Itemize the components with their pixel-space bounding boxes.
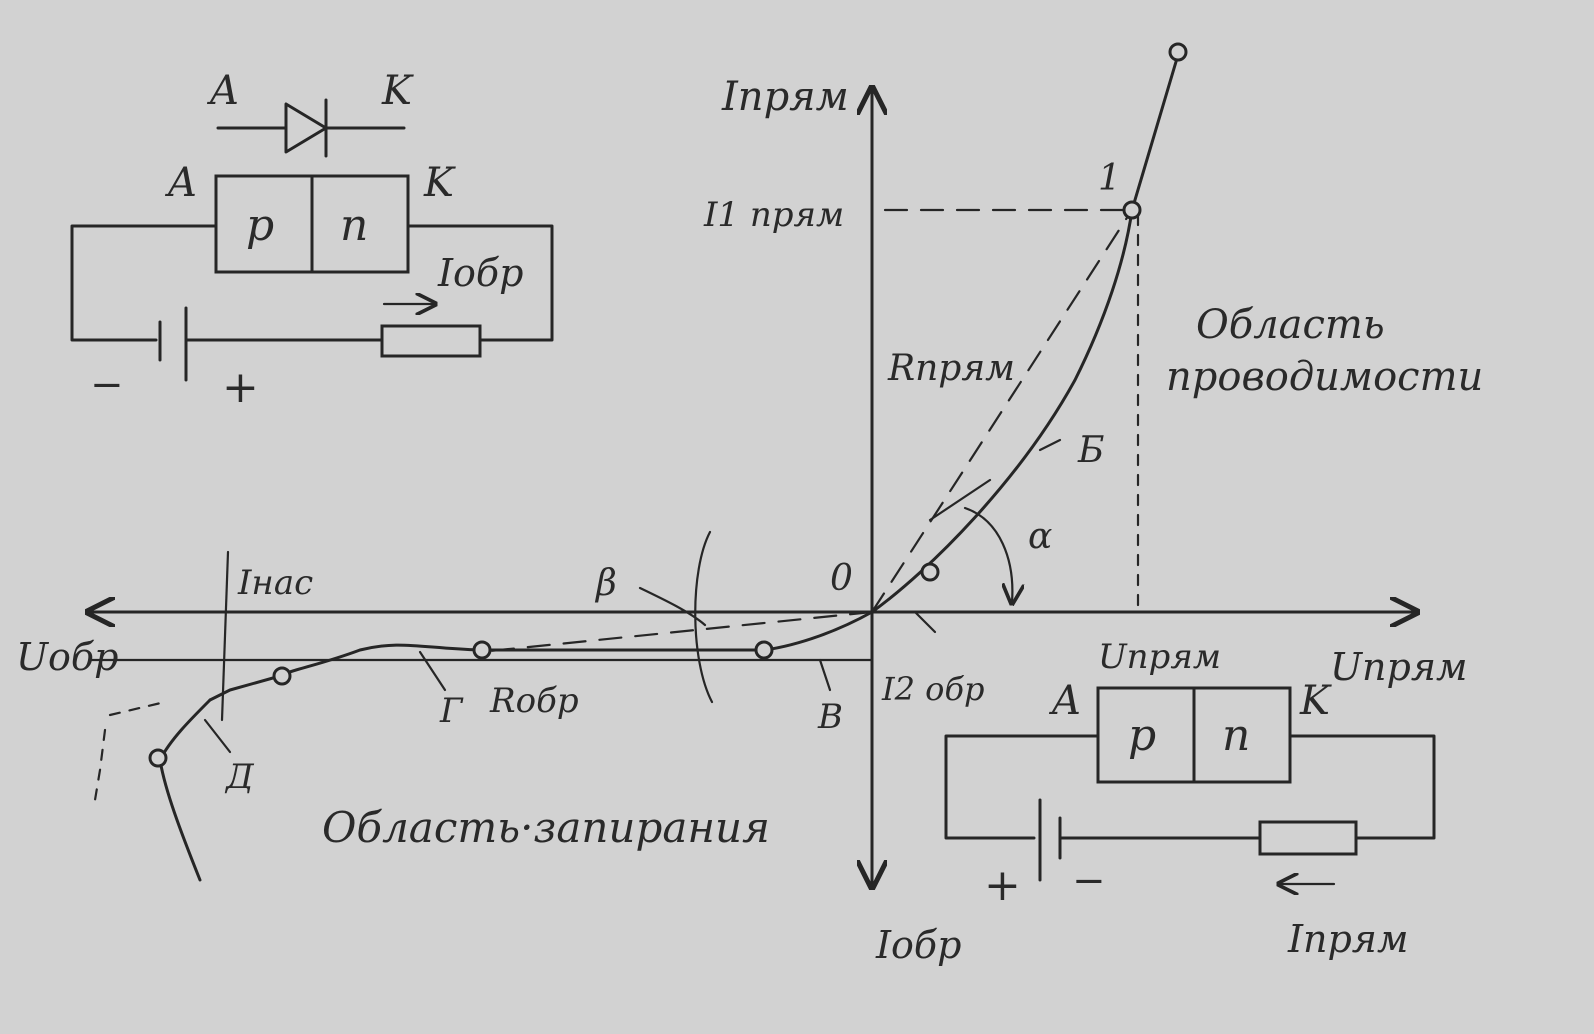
label-i-reverse-axis: Iобр — [875, 923, 961, 967]
beta-bracket — [638, 530, 714, 704]
alpha-arc — [963, 506, 1012, 602]
reverse-current-label: Iобр — [437, 251, 523, 295]
fw-battery-plus-label: + — [984, 860, 1021, 911]
forward-branch — [870, 42, 1188, 614]
reverse-bias-circuit: A K A K p n Iобр − + — [70, 68, 554, 413]
fw-cathode-label: K — [1299, 678, 1332, 724]
diode-symbol-icon — [216, 98, 406, 158]
p-label: p — [246, 200, 274, 251]
fw-battery-minus-label: − — [1072, 858, 1106, 904]
point-r-reverse-marker — [472, 640, 492, 660]
label-i2-reverse: I2 обр — [881, 670, 984, 708]
tangent-tick — [928, 478, 992, 522]
diode-anode-label: A — [206, 68, 239, 114]
label-alpha: α — [1028, 516, 1052, 557]
load-resistor — [380, 324, 482, 358]
n-label: n — [340, 200, 368, 251]
label-point-d: Д — [224, 757, 255, 797]
label-beta: β — [594, 563, 617, 604]
point-1-marker — [1122, 200, 1142, 220]
i-sat-vertical — [220, 550, 230, 722]
label-u-forward-axis: Uпрям — [1330, 645, 1468, 689]
reverse-branch — [88, 530, 937, 882]
axes — [90, 90, 1415, 885]
fw-anode-label: A — [1048, 678, 1081, 724]
label-i-forward: Iпрям — [721, 74, 849, 120]
cathode-box-label: K — [423, 160, 456, 206]
label-curve-b: Б — [1077, 430, 1104, 471]
breakdown-curve — [158, 698, 212, 882]
fw-n-label: n — [1222, 710, 1250, 761]
label-point-1: 1 — [1098, 158, 1121, 199]
origin-tick — [913, 610, 937, 634]
forward-curve — [870, 53, 1180, 614]
label-u-forward-point: Uпрям — [1098, 637, 1221, 677]
point-d-marker — [148, 748, 168, 768]
battery-plus-label: + — [222, 362, 259, 413]
r-forward-chord — [870, 208, 1134, 614]
point-g-marker — [272, 666, 292, 686]
forward-current-label: Iпрям — [1287, 917, 1408, 961]
label-region-conduction-2: проводимости — [1166, 354, 1483, 400]
forward-bias-circuit: A K p n Iпрям + − — [944, 678, 1436, 961]
label-u-reverse: Uобр — [16, 635, 118, 679]
anode-box-label: A — [164, 160, 197, 206]
fw-p-label: p — [1128, 710, 1156, 761]
label-origin: 0 — [830, 558, 853, 599]
label-r-forward: Rпрям — [887, 348, 1015, 389]
battery-minus-label: − — [90, 362, 124, 408]
n-region-box — [310, 174, 410, 274]
label-r-reverse: Rобр — [489, 681, 579, 721]
label-i1-forward: I1 прям — [703, 195, 844, 235]
curve-b-leader — [1038, 438, 1062, 452]
breakdown-dashed — [93, 700, 167, 802]
reverse-circuit-wire — [70, 224, 554, 342]
point-g-leader — [418, 650, 447, 692]
forward-low-marker — [920, 562, 940, 582]
curve-end-marker — [1168, 42, 1188, 62]
label-point-g: Г — [439, 691, 464, 731]
fw-load-resistor — [1258, 820, 1358, 856]
forward-circuit-wire — [944, 734, 1436, 840]
label-region-conduction-1: Область — [1196, 302, 1385, 348]
axis-labels: Iпрям I1 прям 1 Rпрям Область проводимос… — [16, 74, 1483, 967]
reverse-curve — [208, 610, 874, 702]
label-region-blocking: Область·запирания — [322, 803, 770, 852]
label-point-v: В — [817, 697, 843, 737]
label-i-sat: Iнас — [237, 563, 313, 603]
point-v-leader — [818, 658, 832, 692]
point-v-marker — [754, 640, 774, 660]
r-reverse-chord — [478, 610, 874, 654]
diode-cathode-label: K — [381, 68, 414, 114]
point-d-leader — [203, 718, 232, 754]
